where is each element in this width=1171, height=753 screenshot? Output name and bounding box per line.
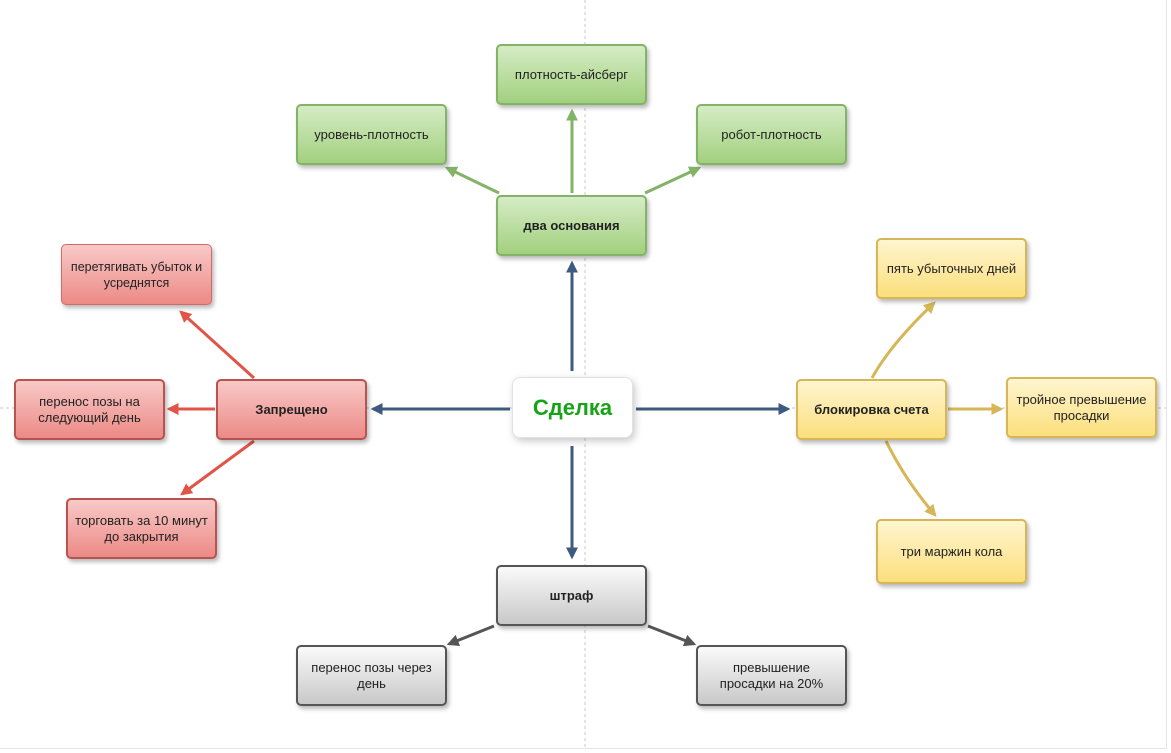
center-node[interactable]: Сделка — [512, 377, 633, 438]
green-right-node[interactable]: робот-плотность — [696, 104, 847, 165]
red-top-node[interactable]: перетягивать убыток и усреднятся — [61, 244, 212, 305]
green-left-node[interactable]: уровень-плотность — [296, 104, 447, 165]
edge-gray-right — [647, 624, 697, 647]
yellow-top-node[interactable]: пять убыточных дней — [876, 238, 1027, 299]
gray-main-node[interactable]: штраф — [496, 565, 647, 626]
edge-red-bottom — [180, 439, 255, 496]
edge-red-top — [179, 310, 256, 380]
gray-left-node[interactable]: перенос позы через день — [296, 645, 447, 706]
gray-right-node[interactable]: превышение просадки на 20% — [696, 645, 847, 706]
red-main-node[interactable]: Запрещено — [216, 379, 367, 440]
green-main-node[interactable]: два основания — [496, 195, 647, 256]
edge-yellow-bottom — [884, 440, 937, 517]
edge-yellow-top — [870, 301, 936, 379]
green-top-node[interactable]: плотность-айсберг — [496, 44, 647, 105]
yellow-right-node[interactable]: тройное превышение просадки — [1006, 377, 1157, 438]
edge-green-right — [644, 166, 702, 195]
red-bottom-node[interactable]: торговать за 10 минут до закрытия — [66, 498, 217, 559]
red-left-node[interactable]: перенос позы на следующий день — [14, 379, 165, 440]
edge-green-left — [444, 166, 500, 195]
yellow-bottom-node[interactable]: три маржин кола — [876, 519, 1027, 584]
yellow-main-node[interactable]: блокировка счета — [796, 379, 947, 440]
edge-gray-left — [446, 624, 495, 647]
